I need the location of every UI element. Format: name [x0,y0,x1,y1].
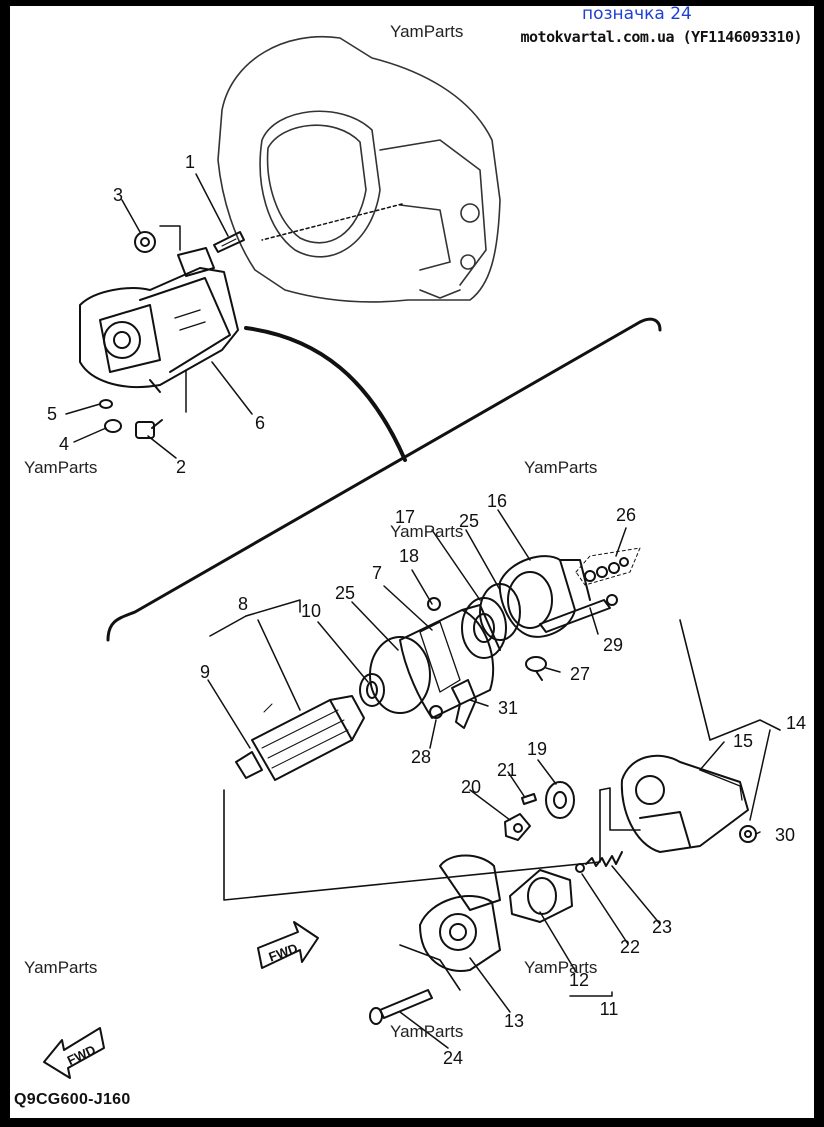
callout-25-right: 25 [458,511,480,531]
watermark: YamParts [524,958,598,977]
callout-4: 4 [58,434,70,454]
holder-20 [504,813,531,841]
callout-9: 9 [199,662,211,682]
watermark: YamParts [24,458,98,477]
section-bracket [106,317,662,642]
header-title: позначка 24 [582,4,692,24]
bolt-24 [369,989,433,1025]
callout-27: 27 [569,664,591,684]
callout-15: 15 [732,731,754,751]
armature-8 [235,695,365,781]
fwd-arrow-left: FWD [43,1027,105,1079]
callout-17: 17 [394,507,416,527]
ball-22 [575,863,585,873]
spring-23 [585,851,623,867]
washer-5 [99,399,113,409]
pin-21 [521,793,537,805]
engine-case-outline [217,36,501,303]
leader-lines-lower [207,509,771,1049]
brush-holder-17 [461,597,507,659]
callout-14: 14 [785,713,807,733]
watermark: YamParts [24,958,98,977]
callout-6: 6 [254,413,266,433]
callout-22: 22 [619,937,641,957]
callout-11: 11 [599,999,619,1019]
callout-1: 1 [184,152,196,172]
callout-26: 26 [615,505,637,525]
bolt-2 [135,419,163,439]
callout-19: 19 [526,739,548,759]
end-cover-16 [498,555,591,638]
callout-24: 24 [442,1048,464,1068]
front-cover-15 [620,754,749,853]
callout-16: 16 [486,491,508,511]
callout-21: 21 [496,760,518,780]
callout-25-left: 25 [334,583,356,603]
bolt-29 [539,594,618,633]
callout-5: 5 [46,404,58,424]
bolt-1 [213,231,245,253]
section-connector-curve [244,326,407,462]
washer-kit-26 [575,547,641,586]
callout-2: 2 [175,457,187,477]
callout-3: 3 [112,185,124,205]
callout-20: 20 [460,777,482,797]
callout-29: 29 [602,635,624,655]
bearing-10 [359,673,385,707]
nut-4 [104,419,122,433]
callout-18: 18 [398,546,420,566]
watermark: YamParts [390,22,464,41]
fwd-arrow-right-label: FWD [267,940,300,964]
nut-30 [739,825,757,843]
screw-27 [525,656,547,681]
terminal-31 [451,679,477,729]
nut-3 [134,231,156,253]
callout-23: 23 [651,917,673,937]
callout-30: 30 [774,825,796,845]
callout-13: 13 [503,1011,525,1031]
o-ring-25-left [369,636,431,714]
callout-31: 31 [497,698,519,718]
watermark: YamParts [524,458,598,477]
callout-10: 10 [300,601,322,621]
callout-8: 8 [237,594,249,614]
header-site-reference: motokvartal.com.ua (YF1146093310) [520,28,802,46]
leader-lines-upper [65,173,403,459]
clutch-19 [545,781,575,819]
nut-28 [429,705,443,719]
fwd-arrow-right: FWD [257,921,319,969]
assembly-frame [223,619,781,991]
starter-motor-assembly [79,247,239,393]
yoke-7 [399,604,501,719]
watermark: YamParts [390,1022,464,1041]
watermark: YamParts [390,522,464,541]
callout-7: 7 [371,563,383,583]
screw-18 [427,597,441,611]
diagram-sheet [10,6,814,1118]
callout-12: 12 [568,970,590,990]
housing-13 [419,854,501,972]
callout-28: 28 [410,747,432,767]
drawing-code: Q9CG600-J160 [14,1091,131,1108]
